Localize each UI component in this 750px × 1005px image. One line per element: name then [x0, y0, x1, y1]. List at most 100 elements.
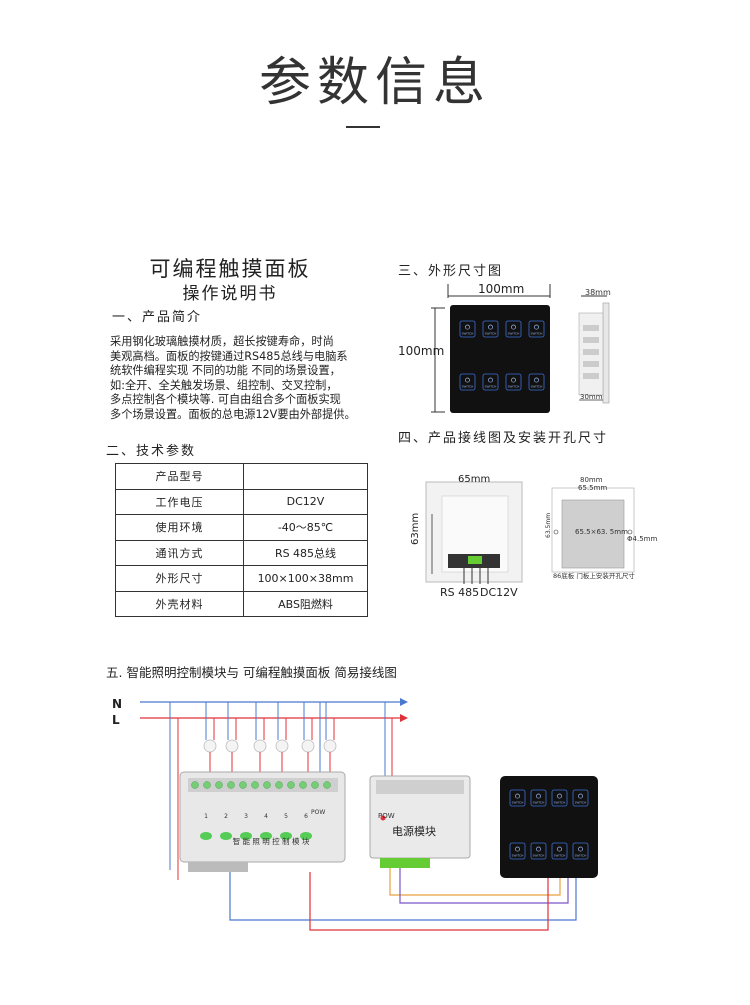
bulb-icon	[534, 324, 539, 330]
bulb-icon	[515, 793, 520, 799]
channel-number: 2	[224, 813, 228, 820]
bulb-icon	[511, 324, 516, 330]
key-label: SWITCH	[512, 854, 524, 858]
touch-key[interactable]: SWITCH	[528, 320, 545, 338]
front-height-label: 100mm	[398, 344, 445, 358]
spec-key: 外壳材料	[115, 590, 244, 617]
key-label: SWITCH	[531, 385, 543, 389]
lamp-icon	[323, 739, 337, 753]
touch-key[interactable]: SWITCH	[505, 373, 522, 391]
back-height-label: 63mm	[410, 512, 421, 545]
touch-key[interactable]: SWITCH	[482, 320, 499, 338]
channel-button[interactable]: 4	[260, 813, 272, 840]
intro-paragraph: 采用钢化玻璃触摸材质，超长按键寿命，时尚 美观高档。面板的按键通过RS485总线…	[110, 335, 372, 422]
channel-button[interactable]: 5	[280, 813, 292, 840]
spec-key: 通讯方式	[115, 539, 244, 566]
key-label: SWITCH	[575, 854, 587, 858]
bulb-icon	[557, 793, 562, 799]
control-module-pow-label: POW	[311, 809, 326, 816]
key-label: SWITCH	[531, 332, 543, 336]
key-label: SWITCH	[512, 801, 524, 805]
side-view-drawing	[578, 295, 610, 404]
back-view-drawing	[425, 481, 523, 584]
bulb-icon	[465, 377, 470, 383]
intro-line: 采用钢化玻璃触摸材质，超长按键寿命，时尚	[110, 335, 334, 348]
key-label: SWITCH	[508, 385, 520, 389]
bulb-icon	[557, 846, 562, 852]
touch-key[interactable]: SWITCH	[505, 320, 522, 338]
intro-line: 多个场景设置。面板的总电源12V要由外部提供。	[110, 407, 356, 421]
table-row: 使用环境-40～85℃	[115, 514, 368, 541]
lamp-icon	[225, 739, 239, 753]
key-label: SWITCH	[485, 332, 497, 336]
touch-key[interactable]: SWITCH	[551, 842, 568, 860]
title-divider	[346, 126, 380, 128]
channel-number: 3	[244, 813, 248, 820]
bulb-icon	[578, 846, 583, 852]
spec-value	[243, 463, 368, 490]
terminal-label-rs485: RS 485	[440, 586, 480, 599]
bulb-icon	[511, 377, 516, 383]
key-label: SWITCH	[462, 385, 474, 389]
lamp-icon	[253, 739, 267, 753]
key-label: SWITCH	[462, 332, 474, 336]
front-width-label: 100mm	[478, 282, 525, 296]
touch-key[interactable]: SWITCH	[459, 373, 476, 391]
bulb-icon	[488, 324, 493, 330]
cutout-center-label: 65.5×63. 5mm	[575, 528, 628, 536]
touch-key[interactable]: SWITCH	[482, 373, 499, 391]
neutral-label: N	[112, 697, 123, 711]
bulb-icon	[578, 793, 583, 799]
side-bottom-label: 30mm	[580, 393, 603, 401]
channel-button[interactable]: 6	[300, 813, 312, 840]
channel-number: 6	[304, 813, 308, 820]
touch-key[interactable]: SWITCH	[528, 373, 545, 391]
touch-key[interactable]: SWITCH	[530, 842, 547, 860]
touch-key[interactable]: SWITCH	[509, 842, 526, 860]
touch-key[interactable]: SWITCH	[530, 789, 547, 807]
key-label: SWITCH	[554, 854, 566, 858]
touch-key[interactable]: SWITCH	[459, 320, 476, 338]
channel-number: 4	[264, 813, 268, 820]
cutout-inner-label: 65.5mm	[578, 484, 608, 492]
wire-orange	[389, 868, 561, 896]
intro-line: 美观高档。面板的按键通过RS485总线与电脑系	[110, 349, 348, 363]
channel-button[interactable]: 1	[200, 813, 212, 840]
bulb-icon	[515, 846, 520, 852]
bulb-icon	[534, 377, 539, 383]
lamp-icon	[301, 739, 315, 753]
channel-number: 5	[284, 813, 288, 820]
touch-key[interactable]: SWITCH	[572, 789, 589, 807]
channel-button[interactable]: 3	[240, 813, 252, 840]
cutout-drawing	[551, 487, 635, 573]
intro-line: 统软件编程实现 不同的功能 不同的场景设置，	[110, 364, 341, 377]
spec-value: RS 485总线	[243, 539, 368, 566]
touch-key[interactable]: SWITCH	[572, 842, 589, 860]
touch-key[interactable]: SWITCH	[509, 789, 526, 807]
cutout-hole-label: Φ4.5mm	[627, 535, 658, 543]
spec-key: 工作电压	[115, 488, 244, 515]
wire-purple	[399, 868, 569, 904]
lamp-icon	[275, 739, 289, 753]
cutout-side-label: 63.5mm	[545, 512, 552, 538]
section-intro-heading: 一、产品简介	[112, 310, 203, 325]
channel-button[interactable]: 2	[220, 813, 232, 840]
channel-number: 1	[204, 813, 208, 820]
diagram-touch-panel	[500, 776, 598, 878]
section-shape-heading: 三、外形尺寸图	[398, 264, 504, 279]
spec-key: 产品型号	[115, 463, 244, 490]
power-module-pow-label: POW	[378, 812, 395, 820]
key-label: SWITCH	[533, 854, 545, 858]
spec-value: ABS阻燃料	[243, 590, 368, 617]
spec-value: -40～85℃	[243, 514, 368, 541]
spec-key: 外形尺寸	[115, 565, 244, 592]
key-label: SWITCH	[575, 801, 587, 805]
touch-key[interactable]: SWITCH	[551, 789, 568, 807]
back-width-label: 65mm	[458, 474, 491, 485]
intro-line: 多点控制各个模块等. 可自由组合多个面板实现	[110, 393, 341, 406]
wire-red	[309, 872, 549, 931]
